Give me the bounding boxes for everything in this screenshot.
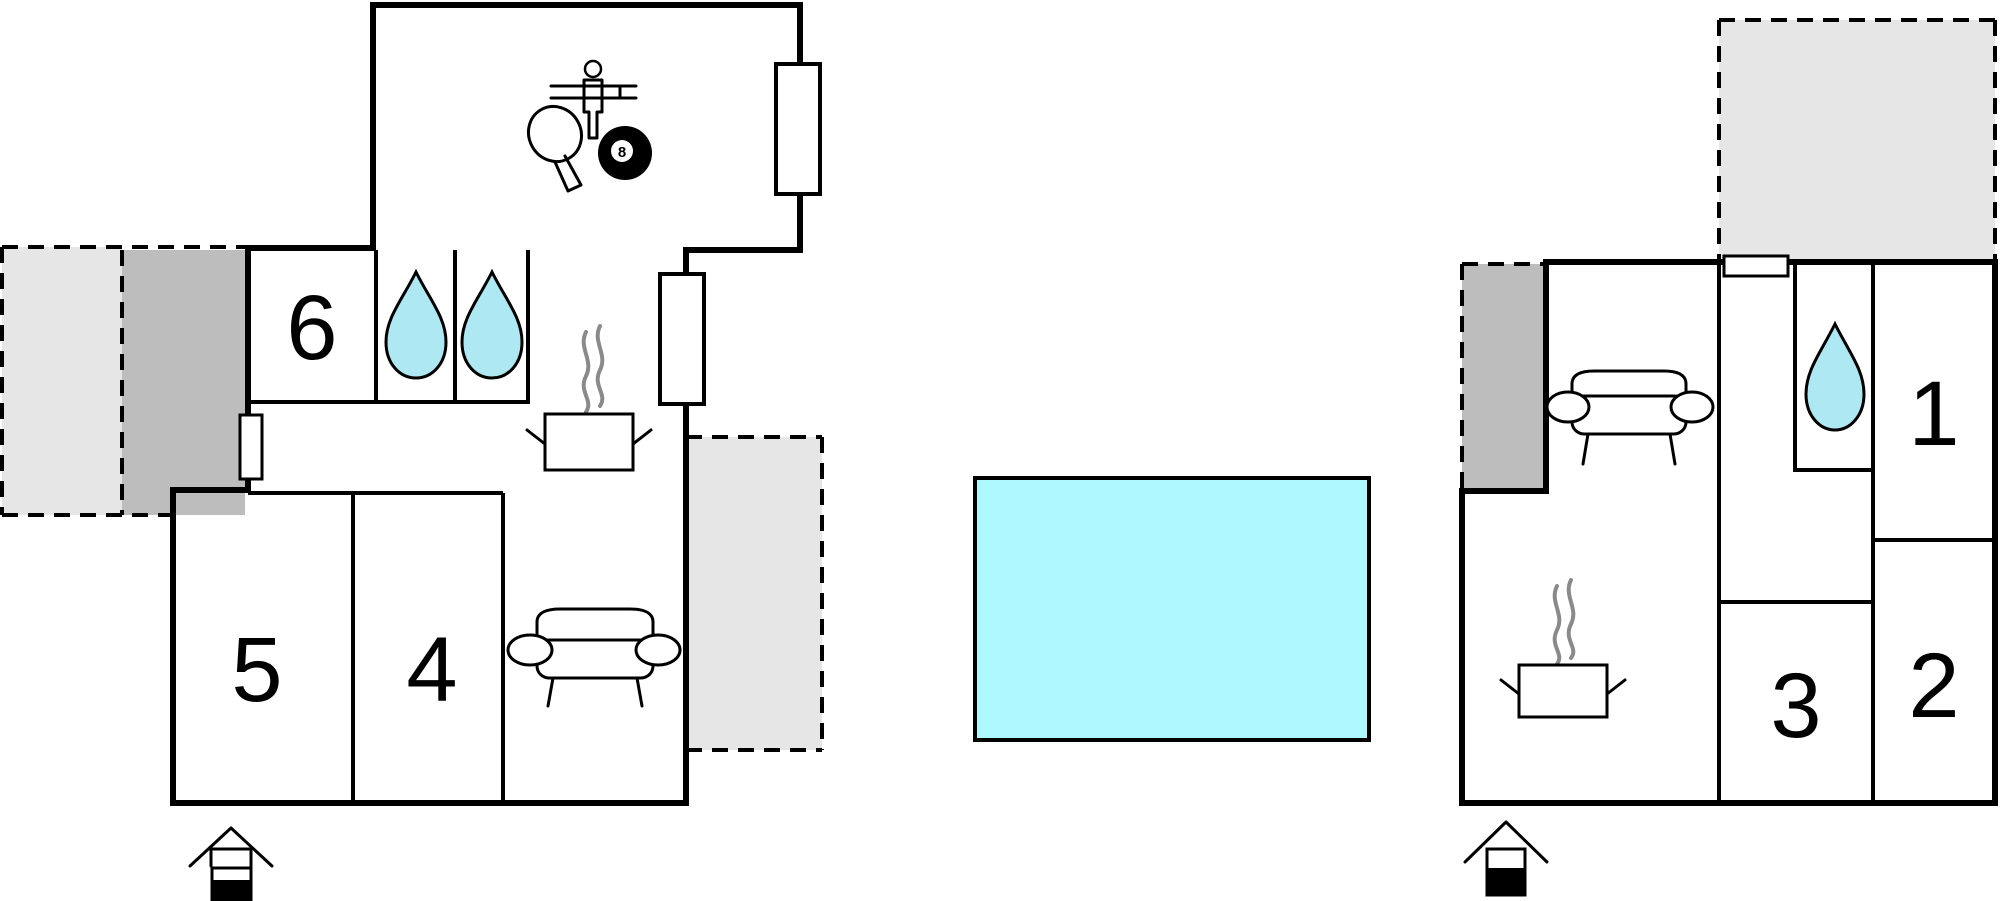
bathroom-block (248, 250, 530, 404)
water-drop-icon (384, 268, 448, 380)
swimming-pool (973, 476, 1371, 742)
window-kitchen (658, 272, 706, 406)
terrace-right-of-left-house (686, 437, 822, 750)
window-north (1722, 254, 1790, 278)
sofa-icon (506, 607, 682, 708)
terrace-top-outline (1717, 18, 1997, 259)
terrace-west-outline (1460, 262, 1546, 491)
billiard-ball-number: 8 (618, 144, 626, 161)
window-west (238, 413, 264, 481)
terrace-left-inner (122, 250, 245, 515)
left-house: 6 5 4 (0, 2, 824, 901)
cooking-pot-icon (525, 324, 653, 472)
water-drop-icon (460, 268, 524, 380)
room-6-label: 6 (286, 277, 337, 379)
terrace-west (1462, 264, 1546, 491)
cooking-pot-icon (1499, 578, 1627, 719)
terrace-top (1719, 20, 1995, 259)
water-drop-icon (1804, 320, 1866, 432)
window-game-room (774, 62, 822, 196)
terrace-right-outline (686, 435, 824, 752)
sofa-icon (1545, 369, 1715, 466)
foosball-icon (549, 59, 638, 140)
room-3-label: 3 (1770, 655, 1821, 757)
entrance-icon (188, 826, 274, 901)
right-house-walls (1459, 259, 1998, 806)
room-1-label: 1 (1908, 363, 1959, 465)
room-2-label: 2 (1908, 635, 1959, 737)
room-4-label: 4 (406, 619, 457, 721)
table-tennis-icon (526, 104, 584, 193)
billiard-ball-icon: 8 (598, 126, 652, 180)
right-house: 1 2 3 (1459, 18, 1998, 897)
terrace-left-outline (0, 245, 245, 517)
entrance-icon (1463, 820, 1549, 897)
terrace-left-outer (2, 247, 122, 515)
room-5-label: 5 (231, 619, 282, 721)
bathroom-walls (1793, 262, 1873, 472)
